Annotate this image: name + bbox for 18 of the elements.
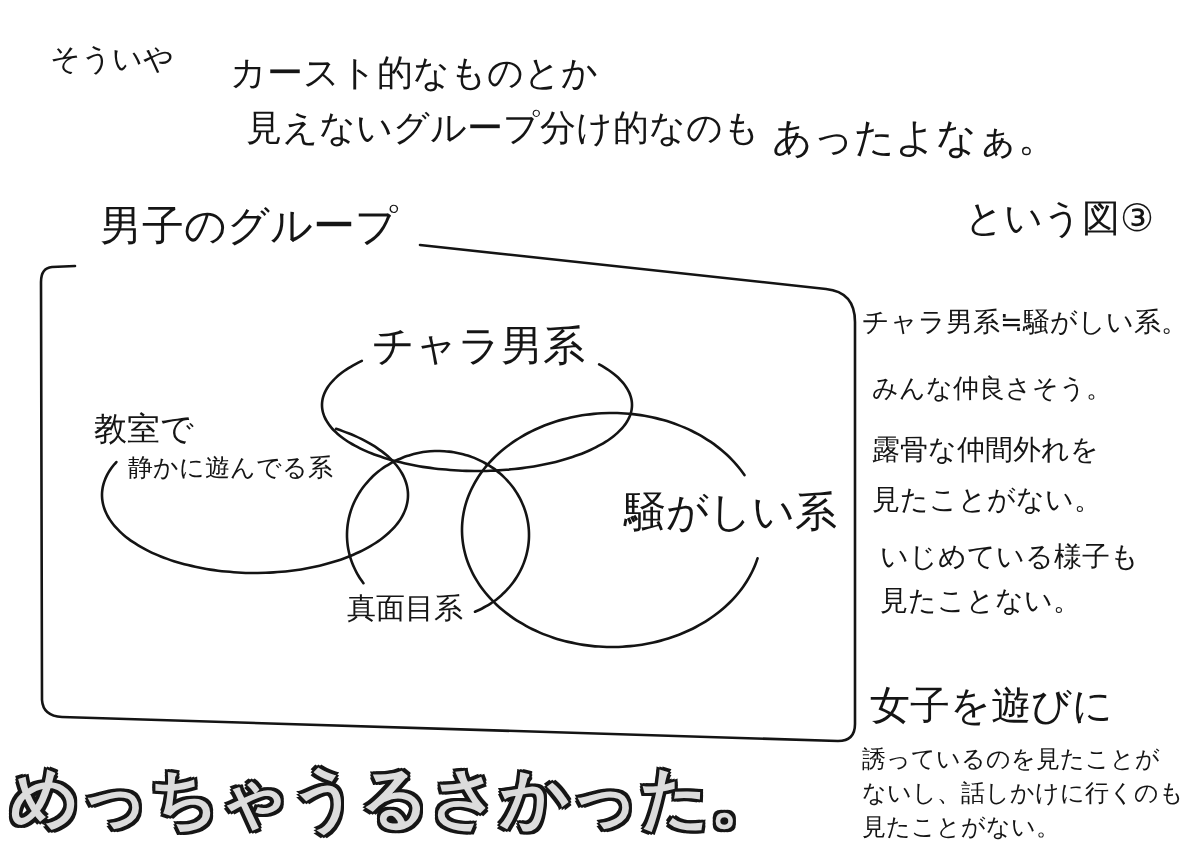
note-text: チャラ男系≒騒がしい系。 [862,305,1188,339]
note-text: いじめている様子も見たことない。 [880,539,1139,619]
figure-caption: という図③ [965,195,1155,242]
ellipse-label: 教室で [94,408,194,450]
note-text: 誘っているのを見たことがないし、話しかけに行くのも見たことがない。 [862,744,1184,843]
intro-text: あったよなぁ。 [772,113,1058,162]
note-text: 露骨な仲間外れを見たことがない。 [872,432,1102,518]
group-ellipse [460,411,836,649]
ellipse-label: チャラ男系 [372,320,585,372]
ellipse-label: 騒がしい系 [624,486,837,538]
note-text: みんな仲良さそう。 [872,372,1112,405]
intro-text: そういや [50,40,174,78]
group-heading: 男子のグループ [100,200,398,252]
ellipse-label: 静かに遊んでる系 [128,452,333,484]
note-text: 女子を遊びに [870,681,1113,730]
exclamation-text: めっちゃうるさかった。 [10,758,778,838]
ellipse-label: 真面目系 [347,590,463,627]
intro-text: カースト的なものとか見えないグループ分け的なのも [230,51,760,150]
